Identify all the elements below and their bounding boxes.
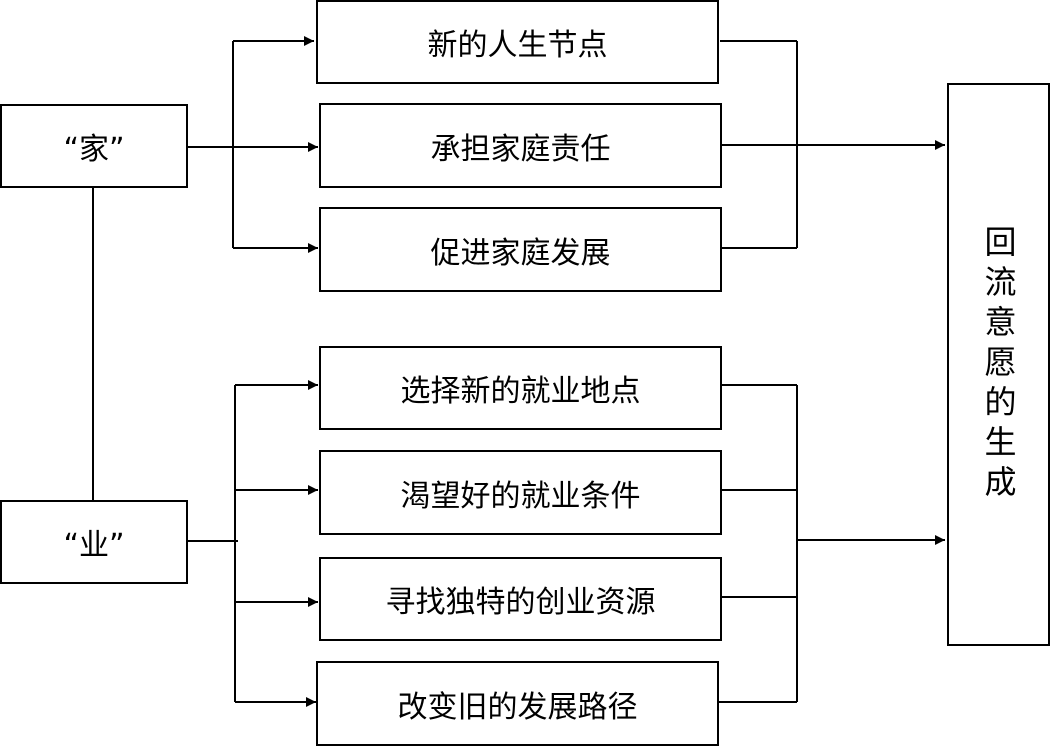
career-factor-label: 选择新的就业地点	[400, 374, 641, 409]
result-box: 回流意愿的生成	[947, 83, 1050, 646]
home-factor-label: 促进家庭发展	[430, 235, 611, 271]
career-factor-label: 渴望好的就业条件	[400, 478, 641, 514]
career-box: “业”	[0, 500, 188, 584]
result-label: 回流意愿的生成	[979, 224, 1018, 505]
career-factor-label: 改变旧的发展路径	[397, 689, 638, 725]
career-factor-box: 选择新的就业地点	[319, 346, 722, 430]
home-factor-box: 新的人生节点	[316, 0, 719, 84]
career-label: “业”	[63, 528, 125, 563]
home-factor-label: 新的人生节点	[427, 28, 608, 63]
career-factor-label: 寻找独特的创业资源	[385, 585, 656, 620]
home-factor-label: 承担家庭责任	[430, 131, 611, 167]
home-factor-box: 促进家庭发展	[319, 207, 722, 292]
career-factor-box: 渴望好的就业条件	[319, 450, 722, 535]
career-factor-box: 寻找独特的创业资源	[319, 557, 722, 641]
home-factor-box: 承担家庭责任	[319, 103, 722, 188]
career-factor-box: 改变旧的发展路径	[316, 661, 719, 746]
home-box: “家”	[0, 104, 188, 188]
home-label: “家”	[63, 132, 125, 167]
